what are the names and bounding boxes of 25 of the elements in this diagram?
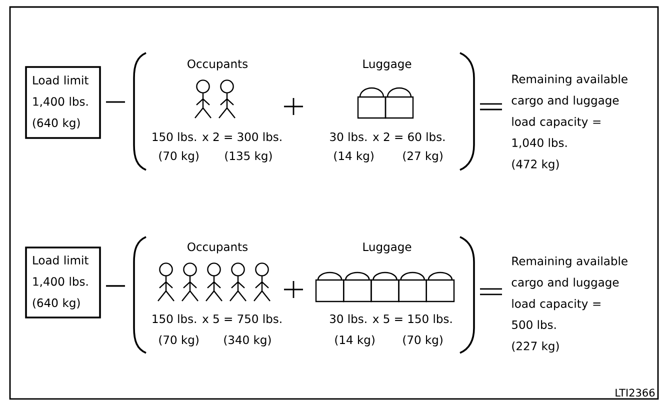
result-value: 1,040 lbs. xyxy=(512,138,567,148)
figure-code: LTI2366 xyxy=(616,388,655,397)
result-value: 500 lbs. xyxy=(512,320,556,330)
heading: Occupants xyxy=(188,242,248,254)
metric-value: (27 kg) xyxy=(403,151,442,162)
metric-value: (14 kg) xyxy=(335,335,374,346)
heading: Luggage xyxy=(363,60,412,70)
metric-value: (340 kg) xyxy=(224,335,271,346)
calculation: 30 lbs. x 2 = 60 lbs. xyxy=(330,132,444,142)
heading: Occupants xyxy=(188,59,248,70)
heading: Luggage xyxy=(363,242,412,254)
calculation: 150 lbs. x 2 = 300 lbs. xyxy=(152,132,282,142)
metric-value: (70 kg) xyxy=(159,335,198,346)
calculation: 150 lbs. x 5 = 750 lbs. xyxy=(152,314,282,324)
limit-box: Load limit 1,400 lbs. (640 kg) xyxy=(25,66,101,139)
metric-value: (135 kg) xyxy=(225,151,272,162)
limit-box: Load limit 1,400 lbs. (640 kg) xyxy=(25,246,101,318)
metric-value: (70 kg) xyxy=(159,151,198,162)
result-value: (472 kg) xyxy=(512,159,559,171)
metric-value: (70 kg) xyxy=(403,335,442,346)
result-value: (227 kg) xyxy=(512,341,559,353)
result-text: Remaining available cargo and luggage load capacity = xyxy=(512,74,628,128)
result-text: Remaining available cargo and luggage load capacity = xyxy=(512,256,628,310)
calculation: 30 lbs. x 5 = 150 lbs. xyxy=(330,314,452,324)
metric-value: (14 kg) xyxy=(334,151,374,162)
